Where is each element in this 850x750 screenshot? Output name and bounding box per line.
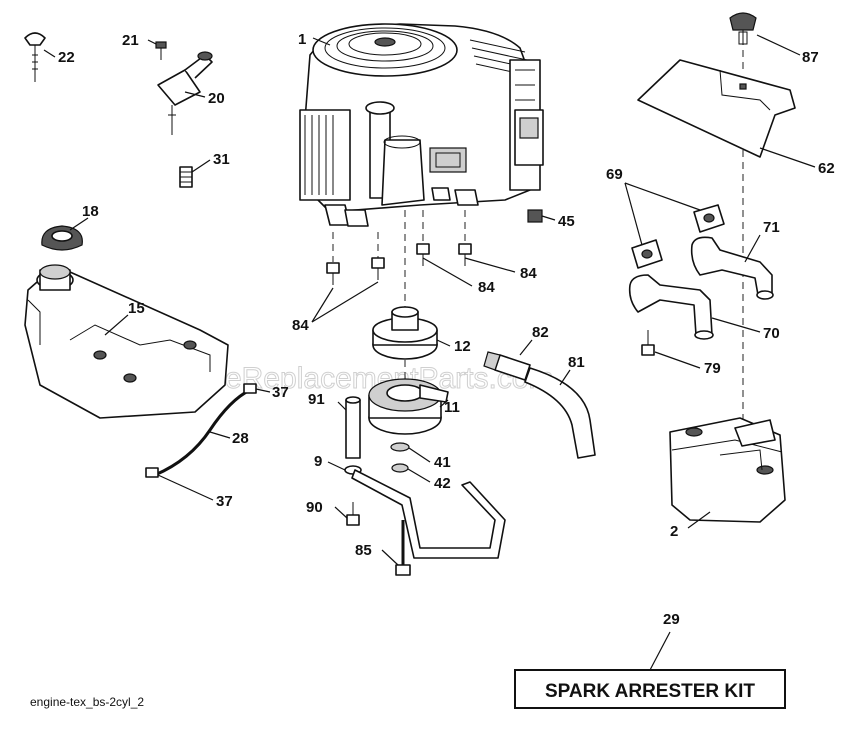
callout-21: 21: [122, 32, 139, 49]
callout-9: 9: [314, 453, 322, 470]
diagram-caption: engine-tex_bs-2cyl_2: [30, 695, 144, 709]
bolt: [458, 243, 472, 266]
spark-arrester-kit-label: SPARK ARRESTER KIT: [545, 681, 755, 702]
callout-90: 90: [306, 499, 323, 516]
washer: [390, 442, 410, 452]
callout-87: 87: [802, 49, 819, 66]
bolt: [346, 502, 360, 526]
callout-37a: 37: [272, 384, 289, 401]
callout-31: 31: [213, 151, 230, 168]
muffler: [669, 417, 786, 523]
hose-clamp: [145, 467, 159, 478]
screw: [155, 41, 167, 60]
callout-2: 2: [670, 523, 678, 540]
callout-22: 22: [58, 49, 75, 66]
bolt: [416, 243, 430, 266]
callout-37b: 37: [216, 493, 233, 510]
callout-18: 18: [82, 203, 99, 220]
callout-71: 71: [763, 219, 780, 236]
fuel-line: [154, 388, 251, 477]
callout-12: 12: [454, 338, 471, 355]
bolt: [641, 330, 655, 356]
knob: [729, 12, 757, 45]
choke-knob: [24, 32, 46, 82]
callout-85: 85: [355, 542, 372, 559]
exhaust-pipe: [628, 274, 713, 336]
callout-11: 11: [444, 399, 460, 416]
spark-arrester-kit-box: [514, 669, 786, 709]
callout-91: 91: [308, 391, 325, 408]
callout-20: 20: [208, 90, 225, 107]
electric-clutch: [368, 378, 449, 435]
bolt: [371, 257, 385, 280]
callout-62: 62: [818, 160, 835, 177]
exhaust-pipe: [690, 236, 773, 296]
callout-42: 42: [434, 475, 451, 492]
spring: [179, 166, 193, 188]
long-bolt: [395, 520, 411, 576]
callout-45: 45: [558, 213, 575, 230]
callout-84c: 84: [520, 265, 537, 282]
callout-29: 29: [663, 611, 680, 628]
connector: [483, 351, 531, 381]
callout-79: 79: [704, 360, 721, 377]
callout-1: 1: [298, 31, 306, 48]
throttle-control: [157, 51, 213, 135]
callout-69: 69: [606, 166, 623, 183]
engine: [299, 23, 544, 227]
pulley: [372, 306, 438, 360]
hose-clamp: [243, 383, 257, 394]
callout-84a: 84: [292, 317, 309, 334]
callout-15: 15: [128, 300, 145, 317]
fuel-cap: [41, 225, 83, 251]
fitting: [527, 209, 543, 223]
fuel-tank: [24, 264, 229, 419]
callout-41: 41: [434, 454, 451, 471]
wire-harness: [524, 367, 596, 459]
callout-82: 82: [532, 324, 549, 341]
callout-70: 70: [763, 325, 780, 342]
bolt: [326, 262, 340, 285]
callout-28: 28: [232, 430, 249, 447]
callout-81: 81: [568, 354, 585, 371]
heat-shield: [637, 59, 796, 158]
spacer: [345, 399, 361, 459]
lock-washer: [391, 463, 409, 473]
clutch-bracket: [351, 469, 506, 559]
callout-84b: 84: [478, 279, 495, 296]
